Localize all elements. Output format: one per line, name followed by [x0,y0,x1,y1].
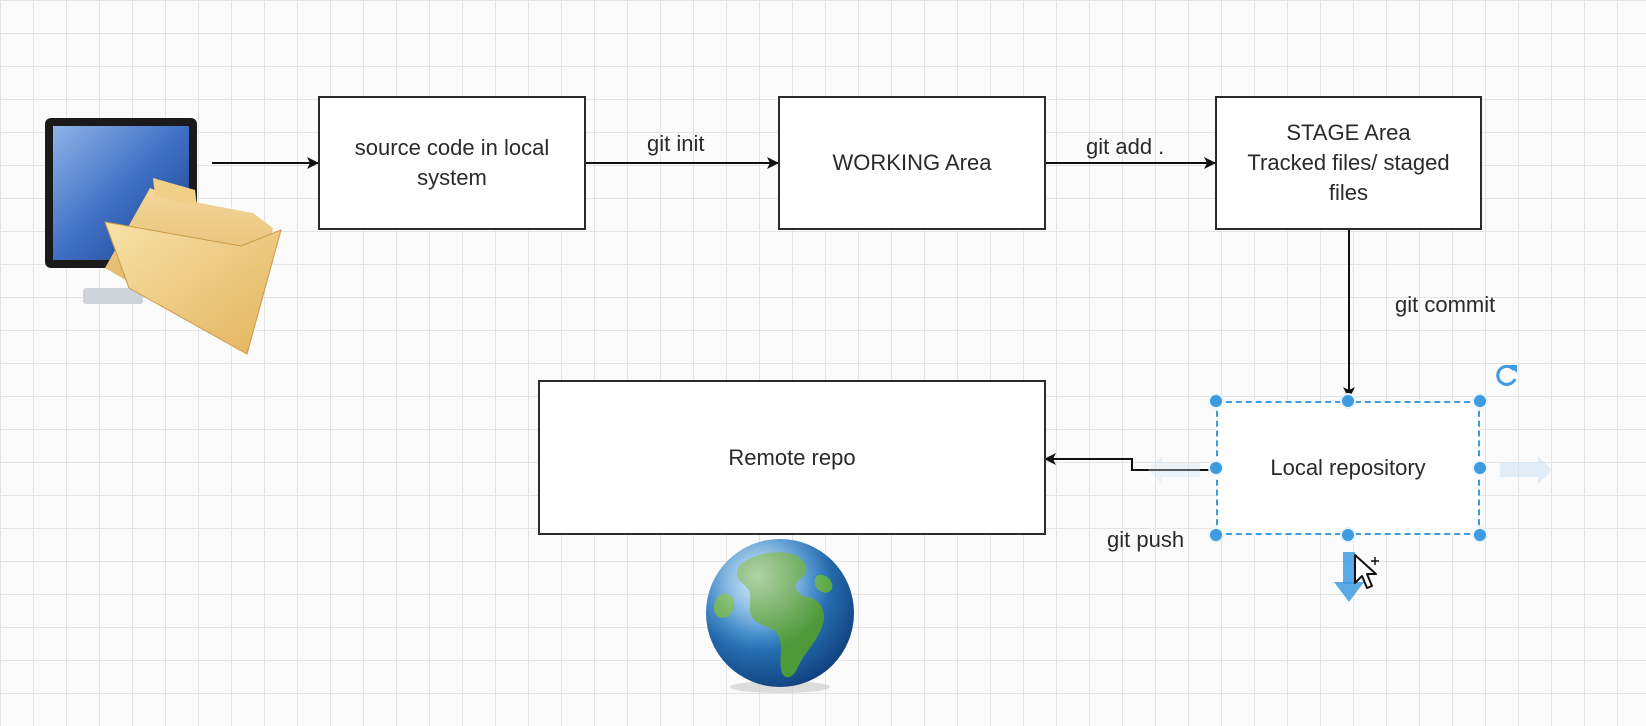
node-remote-repo[interactable]: Remote repo [538,380,1046,535]
edge-label-git-commit: git commit [1395,292,1496,317]
node-source-code-line-2: system [417,165,487,190]
hover-arrow-right[interactable] [1500,456,1552,484]
node-source-code-line-1: source code in local [354,135,550,160]
node-source-code[interactable]: source code in local system [318,96,586,230]
resize-handle-top[interactable] [1340,393,1356,409]
edge-label-git-add: git add . [1086,134,1165,159]
arrow-local-to-remote[interactable] [1044,453,1216,471]
resize-handle-bottom-right[interactable] [1472,527,1488,543]
computer-with-folder-icon [45,118,282,355]
resize-handle-top-left[interactable] [1208,393,1224,409]
node-stage-area-line-3: files [1328,180,1369,205]
node-working-area-label: WORKING Area [832,150,992,175]
resize-handle-bottom-left[interactable] [1208,527,1224,543]
node-stage-area-line-1: STAGE Area [1286,120,1411,145]
node-working-area[interactable]: WORKING Area [778,96,1046,230]
node-local-repository-label: Local repository [1270,455,1426,480]
edge-label-git-init: git init [647,131,705,156]
move-cursor-icon [1354,554,1379,589]
node-remote-repo-label: Remote repo [728,444,856,470]
resize-handle-left[interactable] [1208,460,1224,476]
node-stage-area[interactable]: STAGE Area Tracked files/ staged files [1215,96,1482,230]
edge-label-git-push: git push [1107,527,1185,552]
hover-arrow-left[interactable] [1148,456,1200,484]
node-local-repository[interactable]: Local repository [1216,401,1480,535]
resize-handle-right[interactable] [1472,460,1488,476]
resize-handle-bottom[interactable] [1340,527,1356,543]
globe-icon [706,539,854,693]
node-stage-area-line-2: Tracked files/ staged [1247,150,1450,175]
resize-handle-top-right[interactable] [1472,393,1488,409]
rotate-icon[interactable] [1493,361,1521,389]
drag-arrow-icon[interactable] [1334,552,1364,604]
